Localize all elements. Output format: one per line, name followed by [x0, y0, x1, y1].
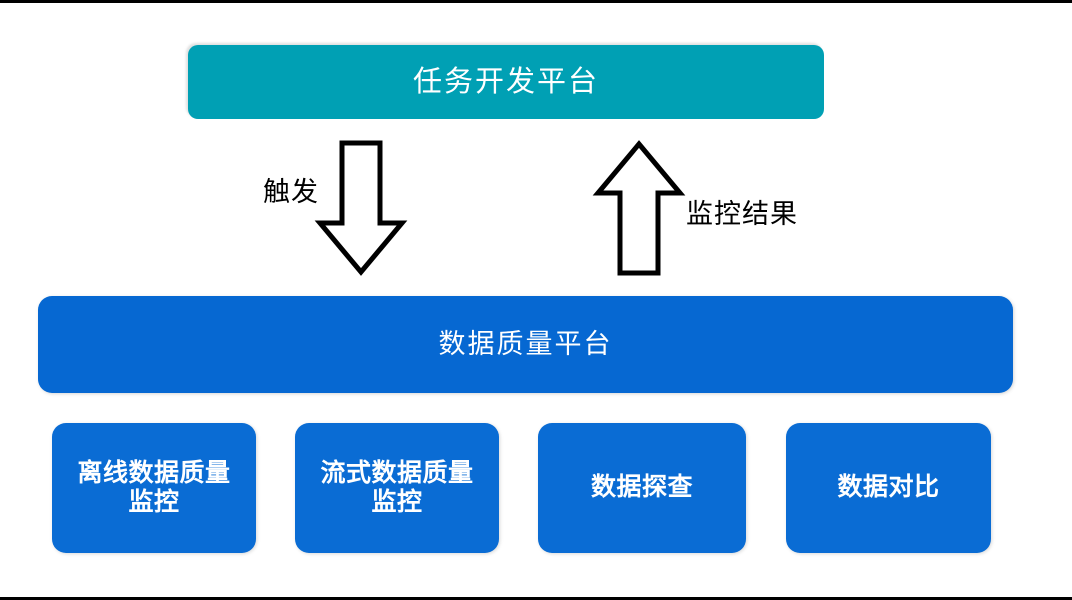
arrow-label-trigger: 触发 [263, 177, 319, 207]
arrow-label-monitor-result: 监控结果 [686, 199, 798, 229]
arrow-up-icon [592, 140, 686, 276]
node-task-platform[interactable]: 任务开发平台 [188, 45, 824, 119]
frame-rule-bottom [0, 597, 1072, 600]
module-offline-dq-monitor[interactable]: 离线数据质量 监控 [52, 423, 256, 553]
frame-rule-top [0, 0, 1072, 3]
module-streaming-dq-monitor[interactable]: 流式数据质量 监控 [295, 423, 499, 553]
module-data-exploration[interactable]: 数据探查 [538, 423, 746, 553]
module-data-comparison[interactable]: 数据对比 [786, 423, 991, 553]
node-data-quality-platform[interactable]: 数据质量平台 [38, 296, 1013, 393]
arrow-down-icon [314, 140, 408, 276]
